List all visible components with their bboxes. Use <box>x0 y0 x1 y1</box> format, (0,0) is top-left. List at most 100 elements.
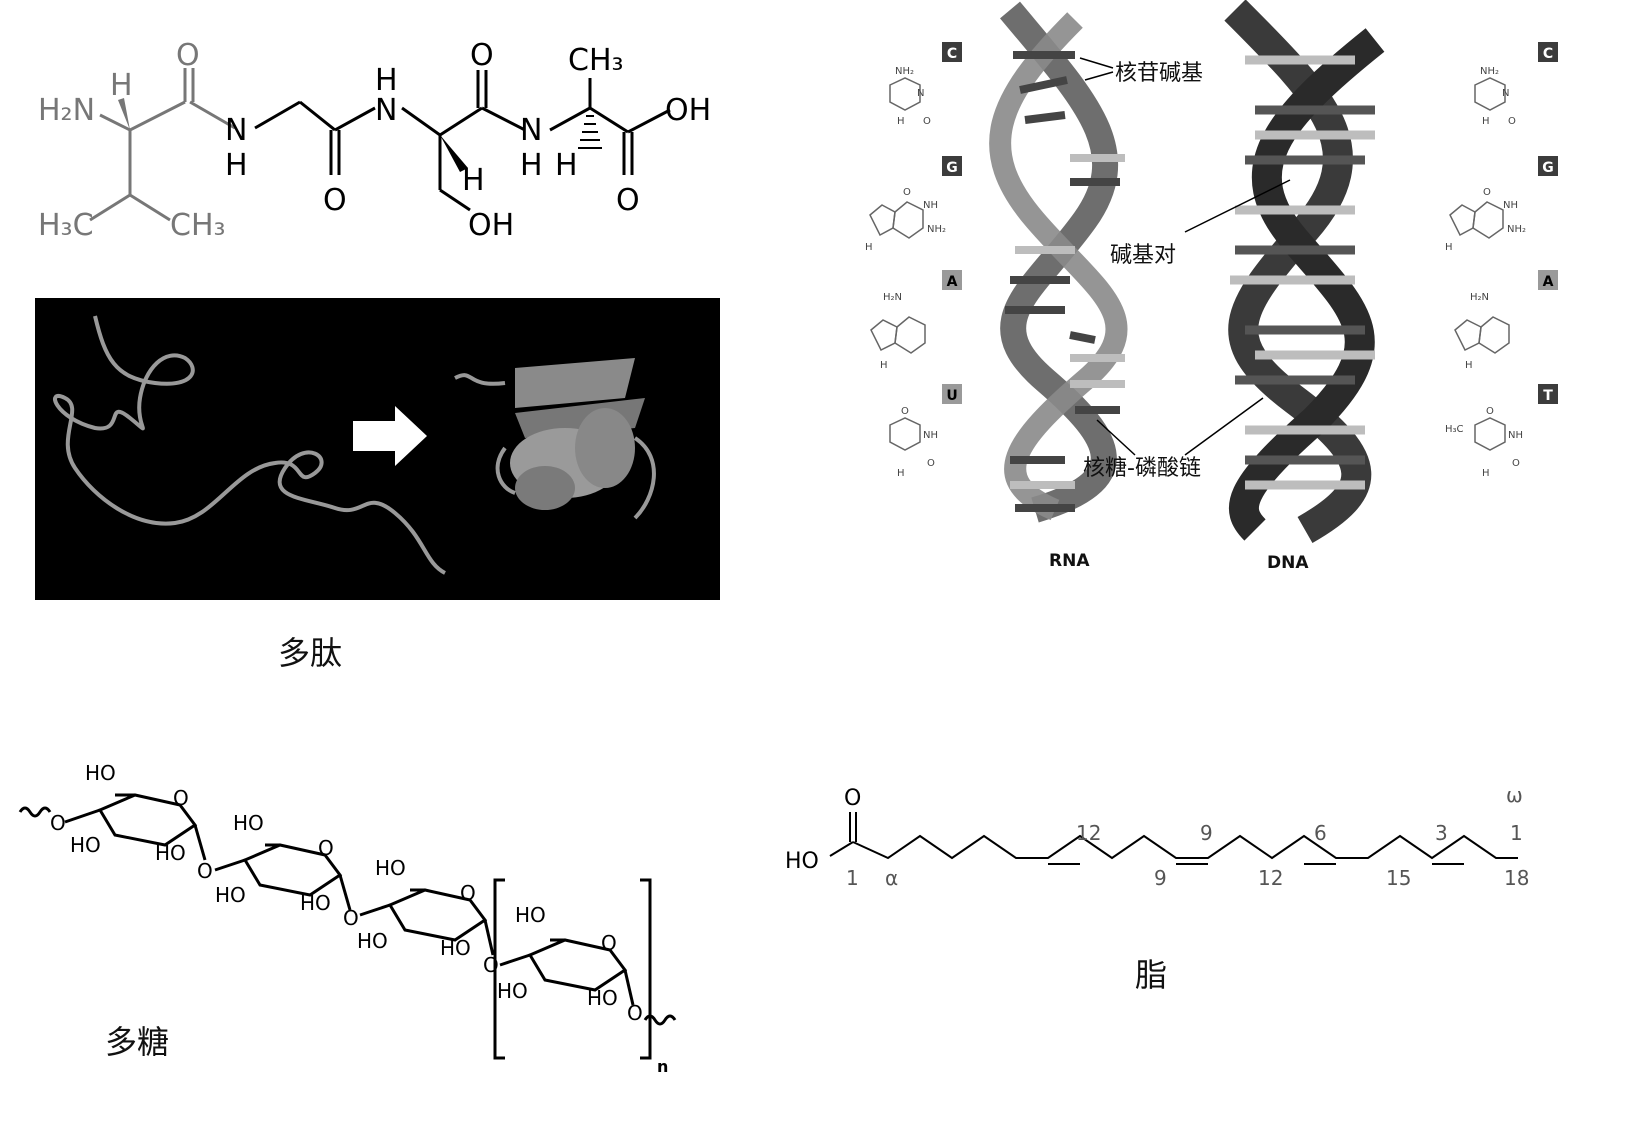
svg-text:N: N <box>1502 88 1509 99</box>
svg-text:H: H <box>865 242 873 253</box>
atom-h2n: H₂N <box>38 93 95 128</box>
svg-text:NH: NH <box>923 200 938 211</box>
atom-h-mid: H <box>462 163 485 198</box>
unfolded-chain <box>53 315 447 575</box>
o-start: O <box>50 811 66 835</box>
svg-text:NH₂: NH₂ <box>1480 66 1499 77</box>
atom-ch3-right: CH₃ <box>170 208 226 243</box>
fa-bot18: 18 <box>1504 866 1529 890</box>
svg-text:O: O <box>1508 116 1516 127</box>
atom-n3: N <box>520 113 542 148</box>
svg-text:O: O <box>903 187 911 198</box>
rna-base-badges: C G A U <box>942 42 962 404</box>
label-base-pair: 碱基对 <box>1110 243 1176 268</box>
fa-bot15: 15 <box>1386 866 1411 890</box>
atom-h2: H <box>375 63 398 98</box>
fa-c1: 1 <box>846 866 859 890</box>
ho-d3: HO <box>587 986 618 1010</box>
o-d-ring: O <box>601 931 617 955</box>
o-link2: O <box>343 906 359 930</box>
svg-text:NH: NH <box>1508 430 1523 441</box>
svg-text:H: H <box>1482 116 1490 127</box>
o-c-ring: O <box>460 881 476 905</box>
fa-omega: ω <box>1506 783 1523 807</box>
atom-n2: N <box>375 93 397 128</box>
atom-o1: O <box>176 38 200 73</box>
atom-h-top: H <box>110 68 133 103</box>
dna-base-structures: NH₂ N O H O NH NH₂ H H₂N H O NH O H₃C H <box>1445 66 1526 479</box>
label-nucleobase: 核苷碱基 <box>1115 61 1203 86</box>
fa-bot9: 9 <box>1154 866 1167 890</box>
protein-folding-panel <box>35 298 720 600</box>
ho-b1: HO <box>233 811 264 835</box>
badge-dna-g: G <box>1542 160 1554 176</box>
label-dna: DNA <box>1267 553 1309 573</box>
atom-ch3-top: CH₃ <box>568 43 624 78</box>
svg-text:O: O <box>901 406 909 417</box>
svg-text:O: O <box>923 116 931 127</box>
dna-helix <box>1224 0 1385 544</box>
ho-a2: HO <box>70 833 101 857</box>
fa-top9: 9 <box>1200 821 1213 845</box>
svg-text:H₃C: H₃C <box>1445 424 1464 435</box>
fa-top6: 6 <box>1314 821 1327 845</box>
ho-b2: HO <box>215 883 246 907</box>
svg-text:H₂N: H₂N <box>883 292 902 303</box>
svg-text:O: O <box>1486 406 1494 417</box>
badge-dna-c: C <box>1543 46 1553 62</box>
badge-rna-a: A <box>947 274 958 290</box>
peptide-structure: H₂N H O N H O H N H OH O N H H CH₃ O OH … <box>38 38 711 243</box>
wedge-bond-2 <box>440 135 468 172</box>
atom-o4: O <box>616 183 640 218</box>
fa-ho: HO <box>785 849 819 874</box>
svg-text:O: O <box>1483 187 1491 198</box>
o-end: O <box>627 1001 643 1025</box>
svg-text:NH₂: NH₂ <box>1507 224 1526 235</box>
atom-n1: N <box>225 113 247 148</box>
svg-text:H₂N: H₂N <box>1470 292 1489 303</box>
svg-text:O: O <box>1512 458 1520 469</box>
folded-protein <box>454 358 656 520</box>
fa-top1: 1 <box>1510 821 1523 845</box>
o-link1: O <box>197 859 213 883</box>
svg-text:H: H <box>1465 360 1473 371</box>
svg-text:H: H <box>1482 468 1490 479</box>
fa-alpha: α <box>885 866 898 890</box>
fa-bot12: 12 <box>1258 866 1283 890</box>
atom-h3c-left: H₃C <box>38 208 94 243</box>
fa-top12: 12 <box>1076 821 1101 845</box>
folding-illustration <box>53 315 656 575</box>
label-backbone: 核糖-磷酸链 <box>1083 456 1201 481</box>
ho-d1: HO <box>515 903 546 927</box>
ho-c1: HO <box>375 856 406 880</box>
label-rna: RNA <box>1049 551 1090 571</box>
atom-h3: H <box>520 148 543 183</box>
badge-rna-c: C <box>947 46 957 62</box>
ho-d2: HO <box>497 979 528 1003</box>
atom-h1: H <box>225 148 248 183</box>
o-a-ring: O <box>173 786 189 810</box>
badge-dna-t: T <box>1543 388 1553 404</box>
rna-base-structures: NH₂ N O H O NH NH₂ H H₂N H O NH O H <box>865 66 946 479</box>
atom-oh-acid: OH <box>665 93 711 128</box>
fatty-acid-structure: O HO 1 α 12 9 9 12 6 15 3 1 18 ω <box>785 783 1529 890</box>
svg-text:H: H <box>897 468 905 479</box>
svg-text:N: N <box>917 88 924 99</box>
badge-dna-a: A <box>1543 274 1554 290</box>
repeat-n: n <box>657 1057 668 1076</box>
dna-base-badges: C G A T <box>1538 42 1558 404</box>
ho-a1: HO <box>85 761 116 785</box>
polysaccharide-caption: 多糖 <box>105 1023 170 1061</box>
fa-top3: 3 <box>1435 821 1448 845</box>
atom-o3: O <box>470 38 494 73</box>
o-b-ring: O <box>318 836 334 860</box>
ho-a3: HO <box>155 841 186 865</box>
svg-text:NH: NH <box>1503 200 1518 211</box>
atom-h-right: H <box>555 148 578 183</box>
arrow-icon <box>353 406 427 466</box>
atom-o2: O <box>323 183 347 218</box>
svg-text:H: H <box>1445 242 1453 253</box>
svg-text:H: H <box>880 360 888 371</box>
badge-rna-u: U <box>946 388 957 404</box>
ho-c3: HO <box>440 936 471 960</box>
